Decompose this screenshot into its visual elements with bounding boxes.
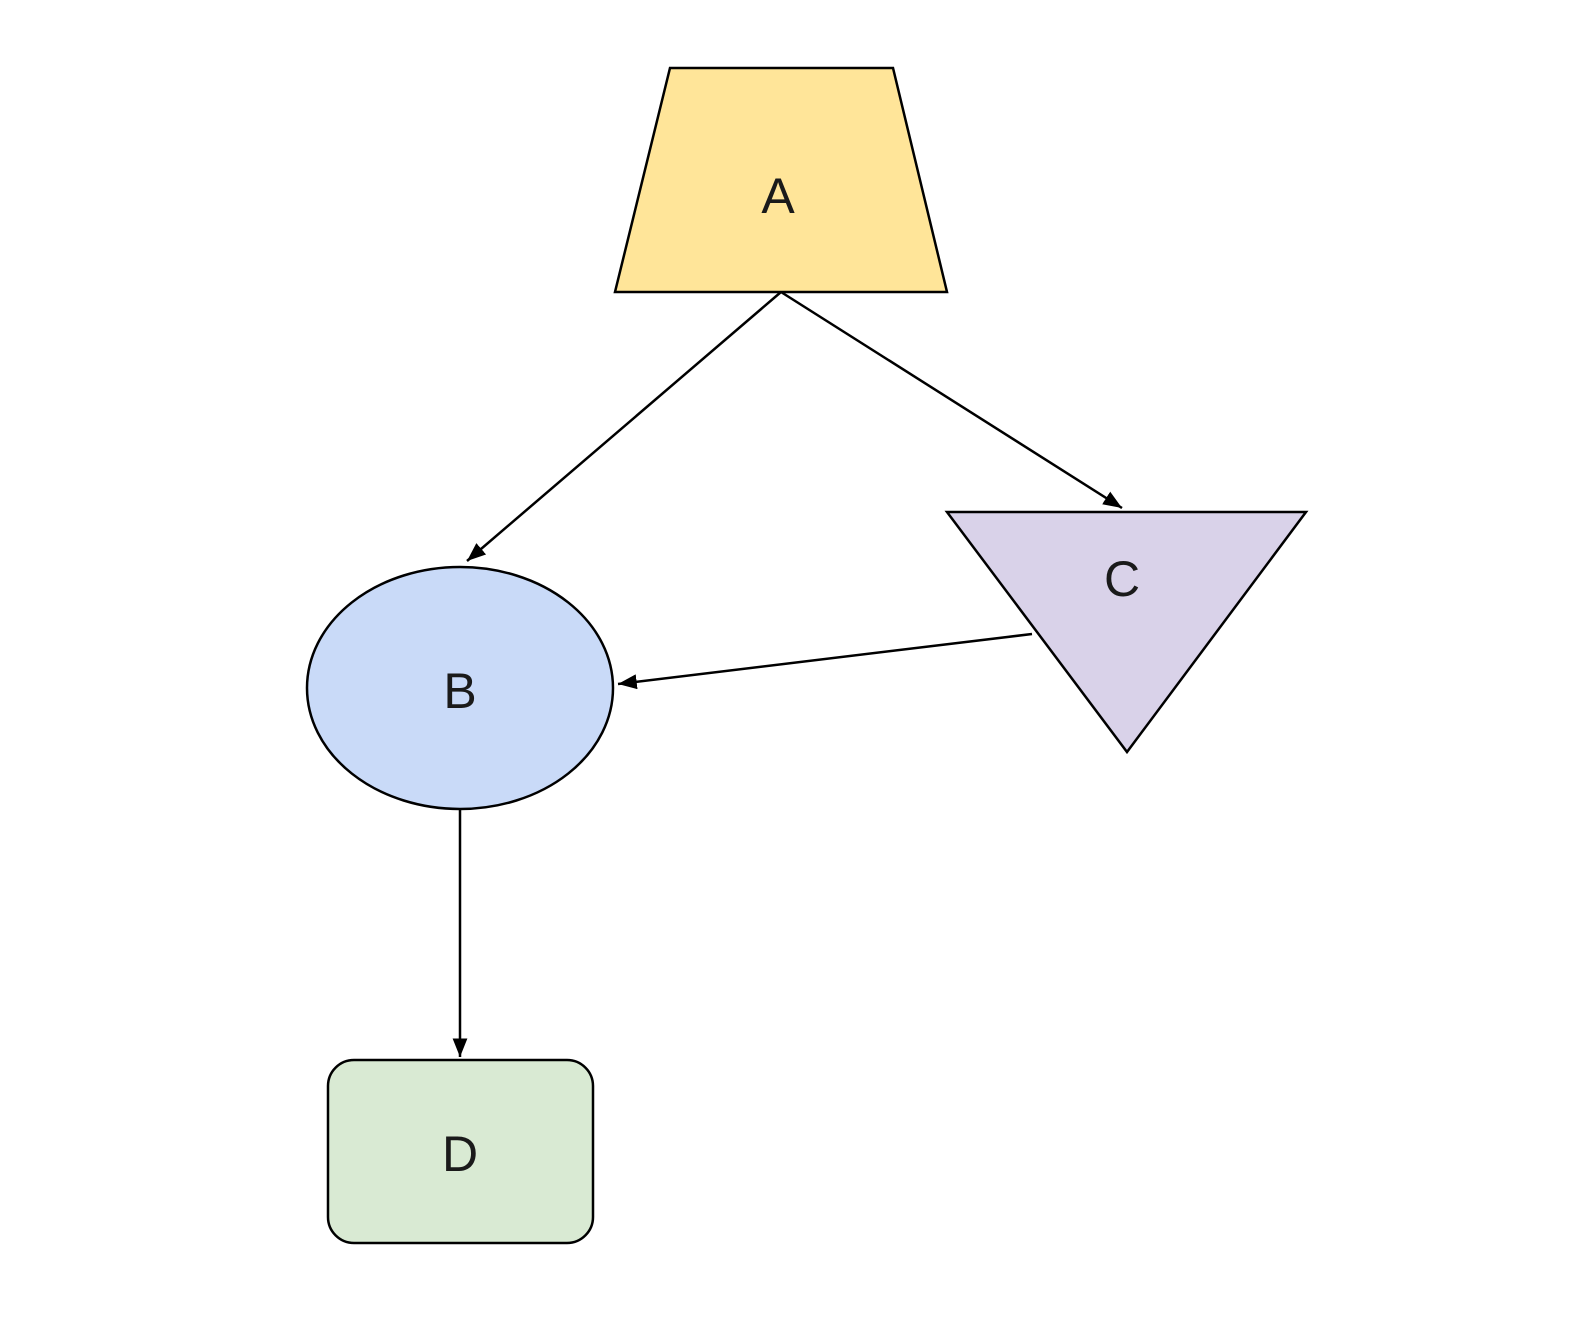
edge-group xyxy=(452,290,1123,1057)
node-B-ellipse-shape xyxy=(305,565,615,811)
node-D-rect-shape xyxy=(326,1058,595,1245)
node-D: D xyxy=(326,1058,595,1245)
edge-A-to-B xyxy=(466,291,782,562)
node-B: B xyxy=(305,565,615,811)
node-C-label: C xyxy=(1104,551,1140,607)
node-A-trapezoid-shape xyxy=(613,66,949,294)
node-B-label: B xyxy=(443,663,476,719)
node-A: A xyxy=(613,66,949,294)
node-C: C xyxy=(944,510,1309,755)
node-D-label: D xyxy=(442,1126,478,1182)
edge-C-to-B xyxy=(617,632,1033,690)
node-A-label: A xyxy=(761,168,795,224)
node-C-triangle-shape xyxy=(944,510,1309,755)
edge-A-to-C xyxy=(780,290,1123,510)
